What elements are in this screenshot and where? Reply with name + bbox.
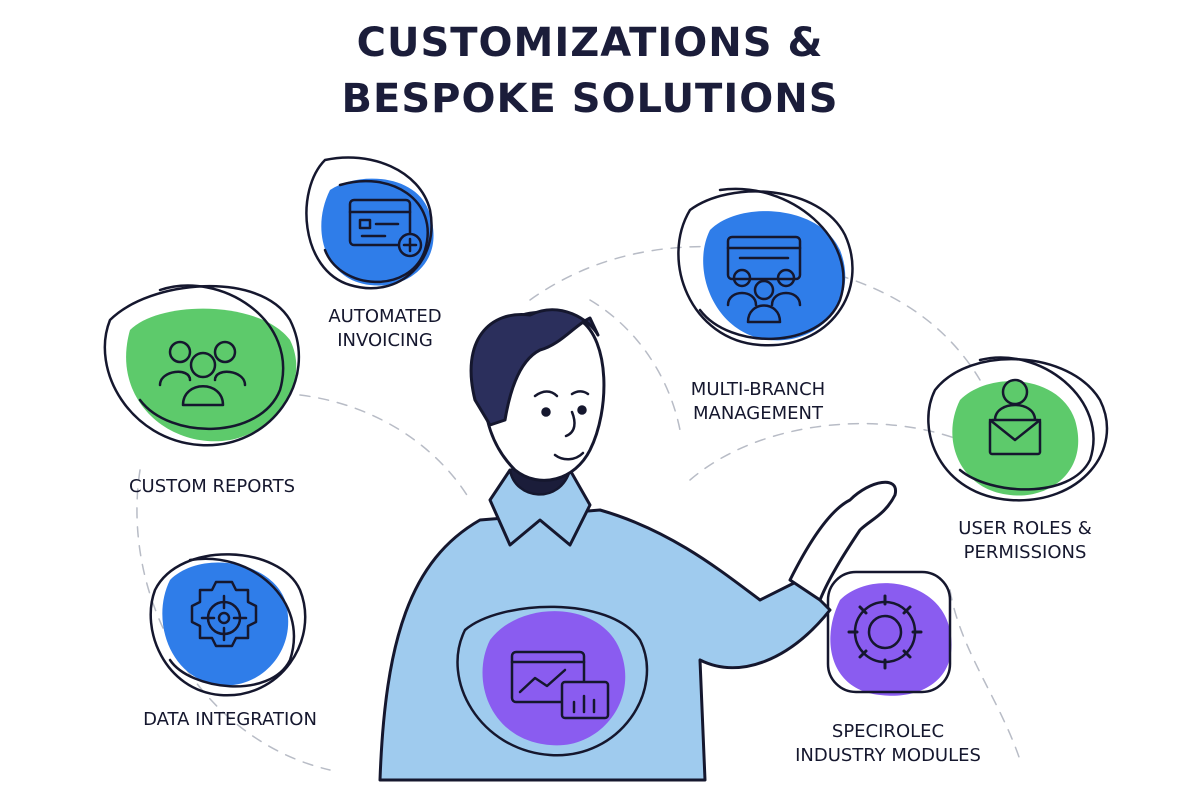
label-line: AUTOMATED — [328, 306, 442, 327]
label-line: CUSTOM REPORTS — [128, 476, 296, 497]
window-users-icon — [726, 235, 802, 324]
label-line: PERMISSIONS — [963, 542, 1087, 563]
label-line: SPECIROLEC — [831, 721, 945, 742]
users-group-icon — [158, 340, 247, 407]
user-envelope-icon — [988, 378, 1042, 456]
label-custom-reports: CUSTOM REPORTS — [129, 475, 295, 499]
label-data-integration: DATA INTEGRATION — [143, 708, 317, 732]
invoice-window-plus-icon — [348, 198, 423, 258]
multi-branch-badge — [677, 187, 854, 347]
page-title-line1: CUSTOMIZATIONS & — [356, 20, 824, 66]
label-line: DATA INTEGRATION — [143, 709, 317, 730]
label-multi-branch: MULTI-BRANCH MANAGEMENT — [691, 378, 825, 426]
label-line: INVOICING — [337, 330, 433, 351]
gear-target-icon — [190, 580, 258, 648]
automated-invoicing-badge — [305, 156, 434, 290]
custom-reports-badge — [103, 284, 301, 447]
user-roles-badge — [927, 356, 1109, 502]
label-automated-invoicing: AUTOMATED INVOICING — [328, 305, 441, 353]
industry-modules-badge — [826, 570, 952, 696]
analytics-chart-icon — [510, 650, 610, 720]
label-user-roles: USER ROLES & PERMISSIONS — [958, 517, 1091, 565]
data-integration-badge — [149, 553, 307, 697]
gear-icon — [847, 594, 923, 670]
label-industry-modules: SPECIROLEC INDUSTRY MODULES — [795, 720, 981, 768]
label-line: MANAGEMENT — [692, 403, 823, 424]
label-line: INDUSTRY MODULES — [795, 745, 981, 766]
page-title-line2: BESPOKE SOLUTIONS — [341, 76, 839, 122]
center-analytics-badge — [456, 605, 649, 757]
label-line: MULTI-BRANCH — [690, 379, 826, 400]
label-line: USER ROLES & — [958, 518, 1092, 539]
